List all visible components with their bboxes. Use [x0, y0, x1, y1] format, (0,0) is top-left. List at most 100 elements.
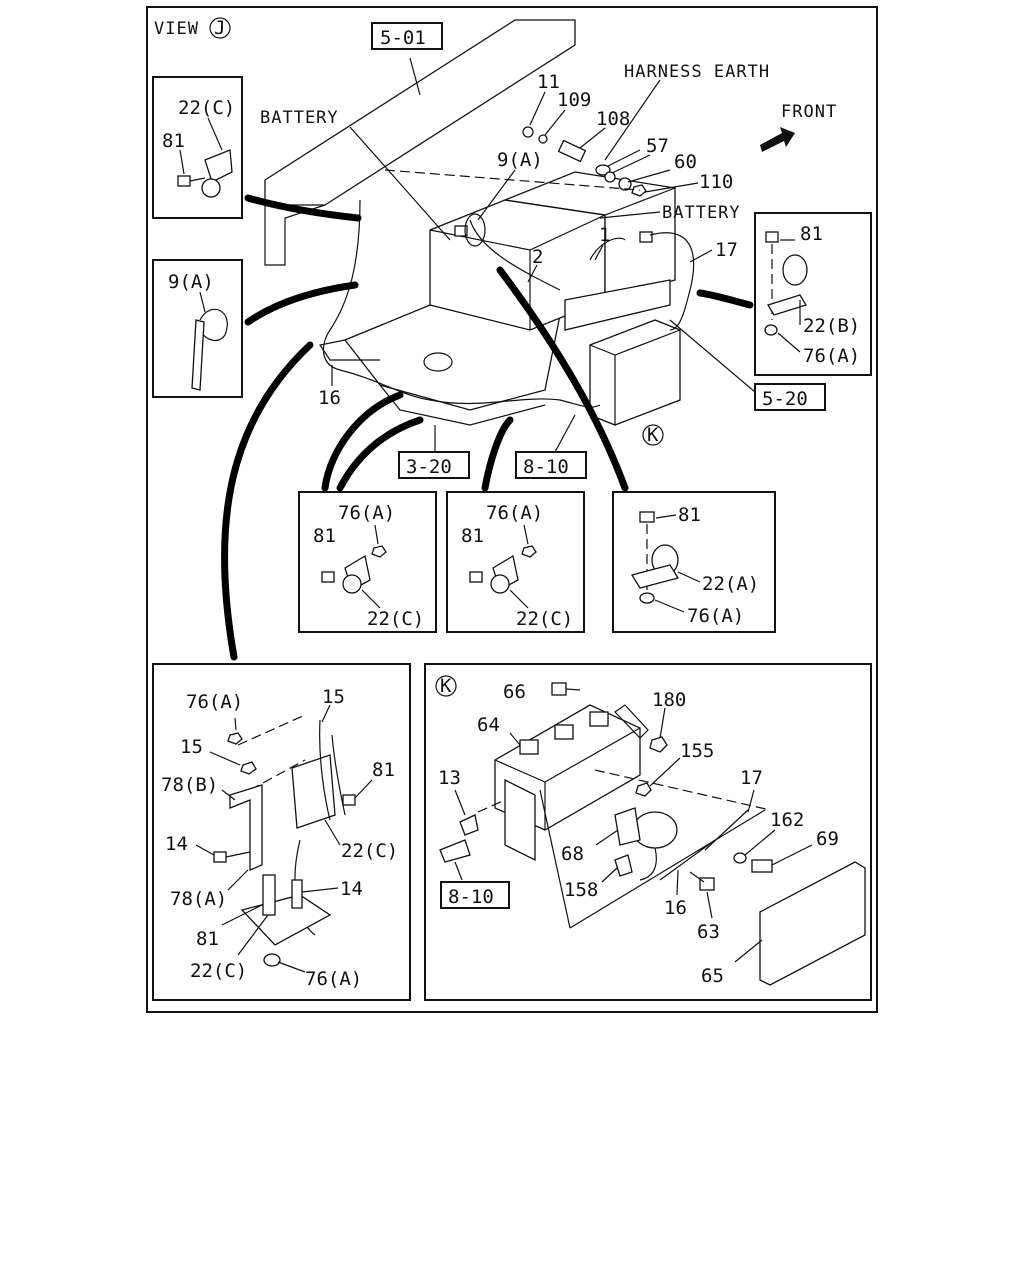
leader-108: [579, 127, 606, 149]
panel-b3-label-76a: 76(A): [687, 605, 744, 627]
panel-bl-label-81-lower: 81: [196, 928, 219, 950]
panel-b2-label-81: 81: [461, 525, 484, 547]
relay-3: [589, 711, 609, 727]
leader-bl-15a: [321, 704, 331, 723]
strap-180: [614, 704, 649, 739]
nut-15-bl: [240, 761, 257, 775]
leader-11: [529, 91, 546, 126]
panel-b2: [446, 491, 585, 633]
leader-bl-14b: [301, 887, 339, 893]
ref-810-top-box: [515, 451, 587, 479]
leader-bl-15b: [209, 751, 241, 766]
leader-109: [544, 109, 566, 136]
k-marker-panel: K: [440, 675, 452, 697]
bracket-78b: [229, 784, 263, 871]
clip-22c-ring: [201, 178, 221, 198]
label-109: 109: [557, 89, 591, 111]
nut-155: [635, 782, 652, 797]
cable-bl-2: [331, 734, 346, 816]
leader-k-64: [509, 732, 521, 746]
panel-ml: [152, 259, 243, 398]
leader-k-155: [649, 757, 681, 787]
relay-1: [519, 739, 539, 755]
clip-158: [614, 854, 633, 877]
panel-k-label-17: 17: [740, 767, 763, 789]
panel-bl-label-15: 15: [180, 736, 203, 758]
panel-b1-label-76a: 76(A): [338, 502, 395, 524]
bolt-63: [699, 877, 715, 891]
connector-tl: [244, 194, 362, 222]
leader-bl-14a: [195, 844, 215, 856]
bolt-81-shank: [189, 177, 206, 182]
leader-b1-76a: [374, 524, 379, 545]
leader-battery-left: [349, 126, 451, 241]
earth-lug: [595, 164, 611, 176]
clamp-22b-base: [767, 294, 807, 316]
label-1: 1: [599, 224, 610, 246]
cover-65: [759, 861, 866, 986]
relay-68-mount: [614, 807, 641, 846]
relay-frame: [504, 778, 536, 862]
relay-68: [632, 811, 678, 849]
ref-520-box: [754, 383, 826, 411]
panel-bl-label-76a-top: 76(A): [186, 691, 243, 713]
cable-16: [322, 199, 601, 408]
battery-right-top: [504, 187, 676, 216]
nut-76a-bl-top: [227, 732, 243, 745]
battery-left-label: BATTERY: [260, 108, 339, 128]
bolt-810: [439, 839, 471, 863]
panel-b2-parts: [469, 524, 537, 609]
leader-k-63: [706, 891, 713, 919]
bl-axis-2: [249, 759, 306, 791]
panel-bl-parts: [195, 704, 373, 973]
connector-b1a: [321, 391, 404, 492]
panel-k: [424, 663, 872, 1001]
tray-hole: [423, 352, 453, 372]
leader-k-65: [734, 939, 763, 963]
panel-b1-label-81: 81: [313, 525, 336, 547]
leader-bl-78a: [227, 869, 249, 891]
connector-bl: [220, 341, 314, 661]
stud-108: [557, 139, 587, 163]
leader-bl-22c: [324, 819, 341, 846]
relay-68-wire: [639, 847, 657, 881]
terminal-neg: [454, 225, 468, 237]
earth-wire: [607, 149, 641, 167]
battery-right-label: BATTERY: [662, 203, 741, 223]
ref-810-k: 8-10: [448, 886, 494, 908]
tie-strap: [191, 319, 205, 391]
leader-1: [594, 244, 604, 261]
label-60: 60: [674, 151, 697, 173]
k-assembly-line-1: [539, 789, 571, 929]
leader-r-76a: [777, 332, 801, 353]
panel-k-label-66: 66: [503, 681, 526, 703]
panel-bl-label-78b: 78(B): [161, 774, 218, 796]
panel-k-parts: [439, 682, 866, 986]
leader-bl-78b: [221, 789, 236, 801]
panel-bl-label-22c: 22(C): [341, 840, 398, 862]
leader-k-68: [595, 829, 619, 846]
panel-b1-label-22c: 22(C): [367, 608, 424, 630]
leader-k-17: [747, 789, 755, 813]
panel-bl-label-14: 14: [165, 833, 188, 855]
leader-b1-22c: [361, 589, 381, 609]
assembly-axis: [384, 169, 641, 191]
leader-57: [611, 154, 651, 174]
leader-bl-81b: [221, 904, 263, 926]
leader-battery-right: [599, 211, 661, 219]
ref-810-top: 8-10: [523, 456, 569, 478]
ref-501: 5-01: [380, 27, 426, 49]
panel-ml-parts: [191, 291, 228, 391]
leader-17: [689, 249, 713, 263]
panel-bl-label-15-top: 15: [322, 686, 345, 708]
leader-bl-76a-b: [277, 961, 306, 973]
bolt-81-r-head: [765, 231, 779, 243]
connector-b1b: [336, 416, 424, 492]
view-title: VIEW: [154, 19, 199, 39]
panel-k-label-63: 63: [697, 921, 720, 943]
cable-17: [649, 232, 695, 331]
leader-2: [527, 264, 538, 283]
nut-76a-r: [764, 324, 778, 336]
front-arrow: [760, 127, 795, 152]
leader-k-13: [454, 789, 466, 816]
